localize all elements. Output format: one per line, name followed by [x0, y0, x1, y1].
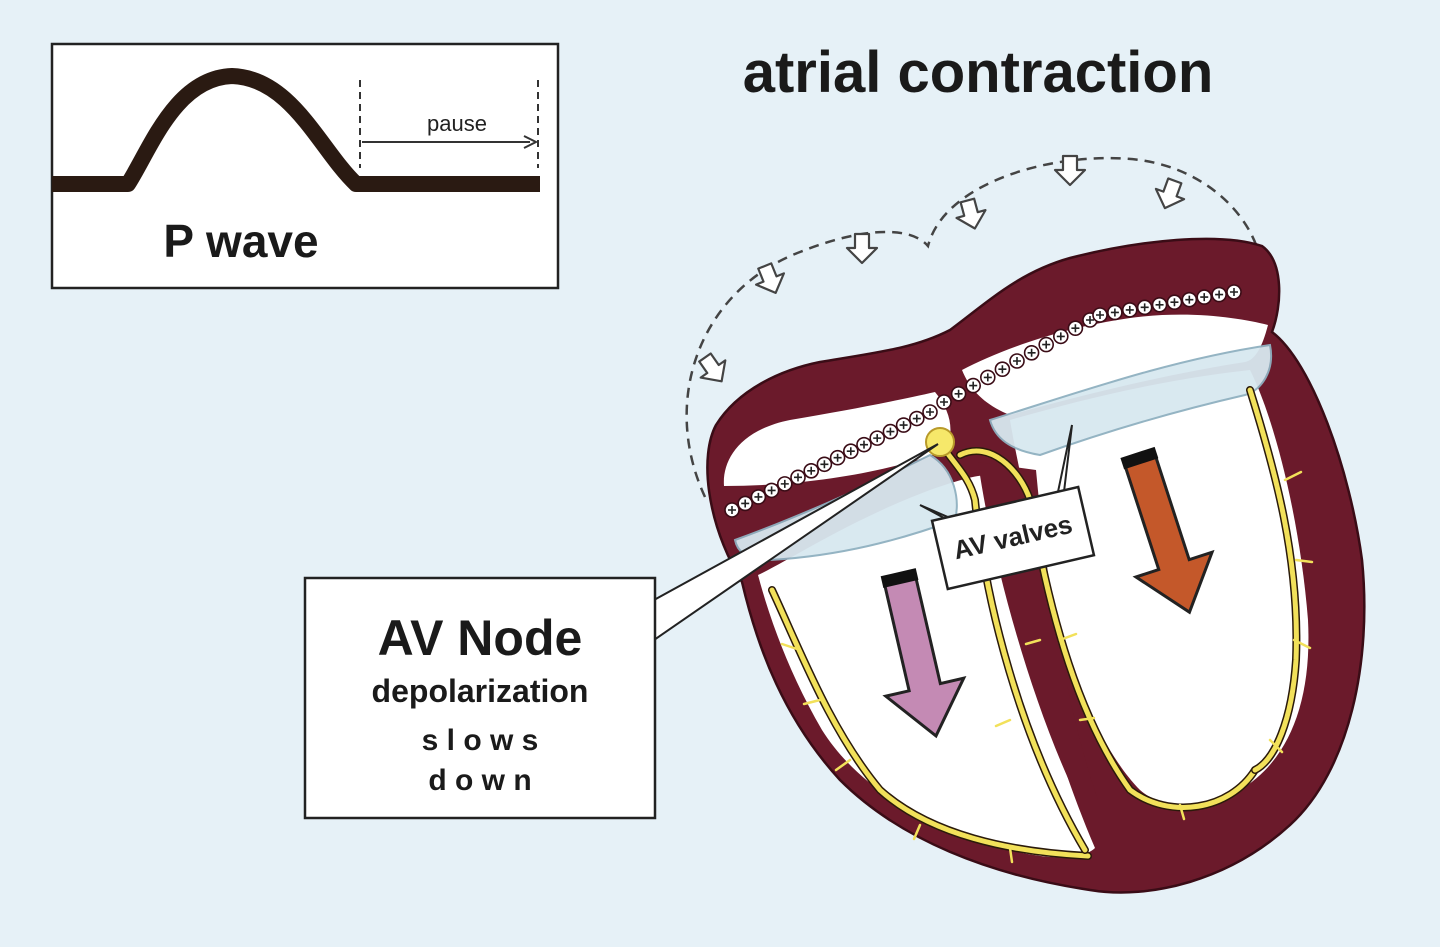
- av-valves-callout: AV valves: [919, 424, 1096, 591]
- plus-circle-icon: [776, 476, 793, 492]
- atrial-outline: [685, 156, 1264, 498]
- hollow-down-arrow-icon: [1149, 174, 1190, 215]
- av-node-subtitle: depolarization: [372, 673, 589, 709]
- right-flow-arrow: [1120, 446, 1215, 615]
- right-atrium-cavity: [962, 314, 1268, 415]
- blood-flow-arrows: [880, 446, 1215, 739]
- pause-label: pause: [427, 111, 487, 136]
- left-atrium-cavity: [723, 392, 951, 486]
- av-node-title: AV Node: [378, 610, 583, 666]
- plus-circle-icon: [1092, 307, 1108, 323]
- plus-circle-icon: [1067, 320, 1084, 337]
- plus-circle-icon: [936, 394, 952, 410]
- plus-circle-icon: [882, 423, 899, 440]
- p-wave-panel: pause P wave: [50, 42, 560, 290]
- plus-circle-icon: [1009, 353, 1025, 369]
- plus-circle-icon: [994, 361, 1011, 378]
- p-wave-trace: [52, 68, 540, 192]
- hollow-down-arrow-icon: [749, 259, 791, 300]
- plus-circle-icon: [1136, 299, 1153, 316]
- plus-circle-icon: [1038, 336, 1054, 353]
- plus-circle-icon: [1121, 302, 1138, 318]
- p-wave-label: P wave: [163, 215, 318, 267]
- plus-circle-icon: [908, 410, 925, 427]
- plus-circle-icon: [922, 404, 938, 420]
- plus-circle-icon: [1053, 328, 1069, 345]
- hollow-down-arrow-icon: [691, 347, 735, 391]
- plus-circle-icon: [1226, 284, 1242, 300]
- av-node-box: [303, 576, 657, 820]
- av-node: [925, 427, 955, 457]
- plus-circle-icon: [829, 449, 846, 466]
- plus-circle-icon: [965, 377, 982, 394]
- plus-circle-icon: [1107, 304, 1123, 321]
- plus-circle-icon: [842, 443, 859, 460]
- plus-circle-icon: [763, 482, 780, 499]
- plus-circle-icon: [816, 456, 833, 473]
- plus-circle-icon: [979, 369, 996, 386]
- plus-circle-icon: [950, 385, 967, 402]
- av-node-down: d o w n: [428, 764, 531, 797]
- plus-circle-icon: [1211, 286, 1227, 303]
- plus-circle-icon: [1196, 289, 1213, 305]
- av-node-callout: AV Node depolarization s l o w s d o w n: [303, 443, 939, 820]
- plus-circle-icon: [724, 502, 740, 518]
- conduction-system: [768, 386, 1314, 864]
- diagram-title: atrial contraction: [743, 40, 1214, 105]
- av-node-slows: s l o w s: [422, 724, 539, 757]
- plus-circle-icon: [869, 430, 886, 446]
- plus-circle-icon: [750, 489, 767, 505]
- plus-circle-icon: [1181, 291, 1198, 308]
- plus-circle-icon: [856, 436, 872, 453]
- left-flow-arrow: [880, 568, 967, 739]
- hollow-down-arrow-icon: [845, 232, 879, 265]
- plus-circle-icon: [803, 462, 820, 479]
- plus-circle-icon: [1166, 294, 1183, 311]
- plus-circle-icon: [790, 469, 806, 486]
- plus-circle-icon: [1023, 344, 1040, 361]
- plus-circle-icon: [737, 495, 754, 512]
- plus-circle-icon: [1151, 296, 1168, 313]
- plus-circle-icon: [895, 417, 912, 433]
